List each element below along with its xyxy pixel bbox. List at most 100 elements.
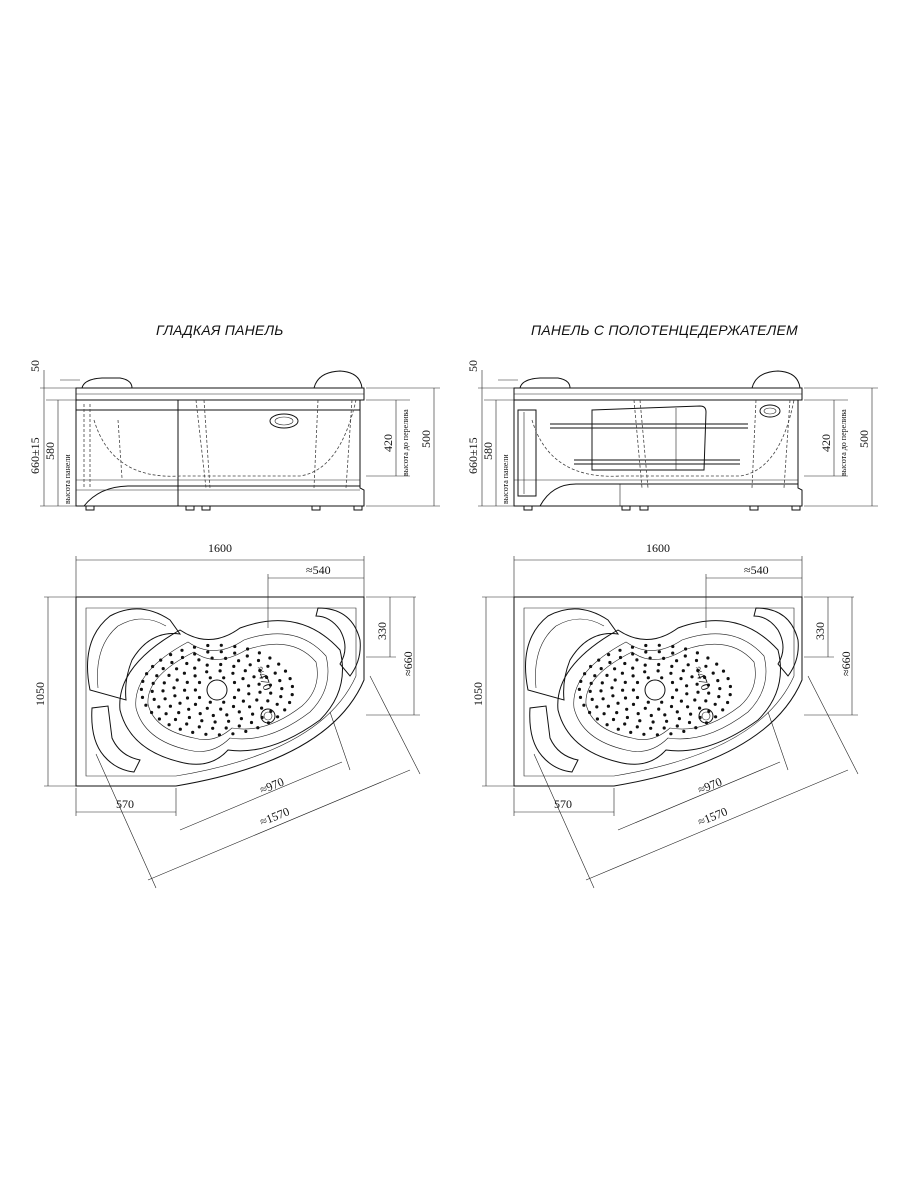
- hydro-dot: [182, 671, 186, 675]
- dim-corner-width-left: ≈540: [306, 563, 331, 577]
- hydro-dot: [213, 720, 217, 724]
- hydro-dot: [610, 686, 614, 690]
- hydro-dot: [141, 679, 145, 684]
- hydro-dot: [693, 698, 697, 702]
- hydro-dot: [280, 687, 284, 691]
- hydro-dot: [689, 712, 693, 716]
- hydro-dot: [602, 712, 606, 716]
- hydro-dot: [623, 680, 627, 685]
- hydro-dot: [150, 710, 154, 715]
- hydro-dot: [185, 680, 189, 685]
- hydro-dot: [219, 662, 223, 667]
- hydro-dot: [163, 697, 167, 701]
- hydro-dot: [231, 704, 236, 709]
- dim-length-left: 1600: [208, 541, 232, 555]
- hydro-dot: [657, 650, 661, 654]
- hydro-dot: [139, 687, 143, 692]
- hydro-dot: [222, 700, 226, 704]
- hydro-dot: [210, 656, 214, 660]
- hydro-dot: [595, 717, 600, 721]
- hydro-dot: [193, 674, 197, 678]
- hydro-dot: [611, 717, 616, 722]
- hydro-dot: [241, 677, 245, 681]
- dim-corner-depth-short-left: 330: [375, 622, 389, 640]
- hydro-dot: [248, 663, 252, 667]
- hydro-dot: [687, 720, 692, 725]
- hydro-dot: [660, 676, 664, 680]
- hydro-dot: [611, 694, 615, 698]
- hydro-dot: [161, 667, 165, 671]
- hydro-dot: [618, 648, 622, 652]
- hydro-dot: [256, 658, 261, 663]
- hydro-dot: [205, 670, 209, 674]
- hydro-dot: [681, 669, 685, 673]
- hydro-dot: [644, 650, 648, 654]
- hydro-dot: [187, 715, 191, 720]
- hydro-dot: [167, 723, 171, 727]
- hydro-dot: [613, 678, 617, 682]
- dim-top-rim-left: 50: [28, 360, 42, 372]
- hydro-dot: [589, 681, 593, 686]
- hydro-dot: [157, 717, 161, 721]
- hydro-dot: [588, 710, 592, 715]
- hydro-dot: [625, 715, 630, 720]
- hydro-dot: [239, 717, 243, 721]
- hydro-dot: [631, 666, 635, 670]
- plan-view-right: 1600 ≈540 1050 330 ≈660 570 ≈970 ≈1570 ≈…: [471, 541, 859, 889]
- hydro-dot: [269, 691, 273, 695]
- hydro-dot: [635, 725, 639, 729]
- hydro-dot: [582, 703, 586, 707]
- hydro-dot: [618, 655, 623, 660]
- hydro-dot: [726, 700, 730, 705]
- hydro-dot: [721, 669, 726, 673]
- hydro-dot: [625, 707, 629, 711]
- hydro-dot: [631, 688, 636, 692]
- hydro-dot: [193, 702, 198, 707]
- hydro-dot: [208, 676, 212, 680]
- hydro-dot: [205, 663, 209, 667]
- hydro-dot: [695, 651, 700, 655]
- hydro-dot: [268, 656, 272, 660]
- dim-panel-label-right: высота панели: [501, 454, 510, 504]
- hydro-dot: [252, 675, 256, 679]
- dim-corner-width-right: ≈540: [744, 563, 769, 577]
- hydro-dot: [631, 652, 635, 656]
- hydro-dot: [278, 679, 282, 683]
- hydro-dot: [600, 681, 604, 685]
- hydro-dot: [588, 689, 592, 694]
- hydro-dot: [649, 713, 653, 718]
- hydro-dot: [237, 724, 241, 728]
- hydro-dot: [173, 694, 177, 698]
- hydro-dot: [646, 700, 650, 704]
- hydro-dot: [660, 700, 664, 704]
- hydro-dot: [643, 706, 647, 710]
- hydro-dot: [168, 704, 172, 708]
- hydro-dot: [283, 708, 287, 712]
- hydro-dot: [669, 671, 673, 675]
- hydro-dot: [277, 662, 281, 666]
- hydro-dot: [155, 674, 159, 678]
- hydro-dot: [290, 684, 294, 689]
- hydro-dot: [583, 672, 587, 676]
- dim-side-length-left: 570: [116, 797, 134, 811]
- side-view-right: 50 660±15 580 высота панели 420 высота д…: [466, 360, 878, 511]
- dim-outer-diagonal-left: ≈1570: [258, 804, 292, 828]
- hydro-dot: [246, 647, 250, 651]
- hydro-dot: [140, 695, 145, 700]
- hydro-dot: [657, 662, 661, 667]
- hydro-dot: [256, 726, 260, 730]
- hydro-dot: [233, 651, 237, 655]
- hydro-dot: [227, 719, 231, 723]
- hydro-dot: [183, 688, 187, 692]
- hydro-dot: [621, 688, 625, 692]
- hydro-dot: [233, 644, 237, 649]
- hydro-dot: [164, 712, 168, 716]
- hydro-dot: [670, 680, 675, 685]
- hydro-dot: [679, 699, 684, 703]
- hydro-dot: [237, 710, 241, 714]
- hydro-dot: [237, 659, 241, 663]
- hydro-dot: [193, 666, 197, 670]
- hydro-dot: [192, 645, 197, 649]
- hydro-dot: [232, 695, 237, 700]
- hydro-dot: [595, 705, 599, 709]
